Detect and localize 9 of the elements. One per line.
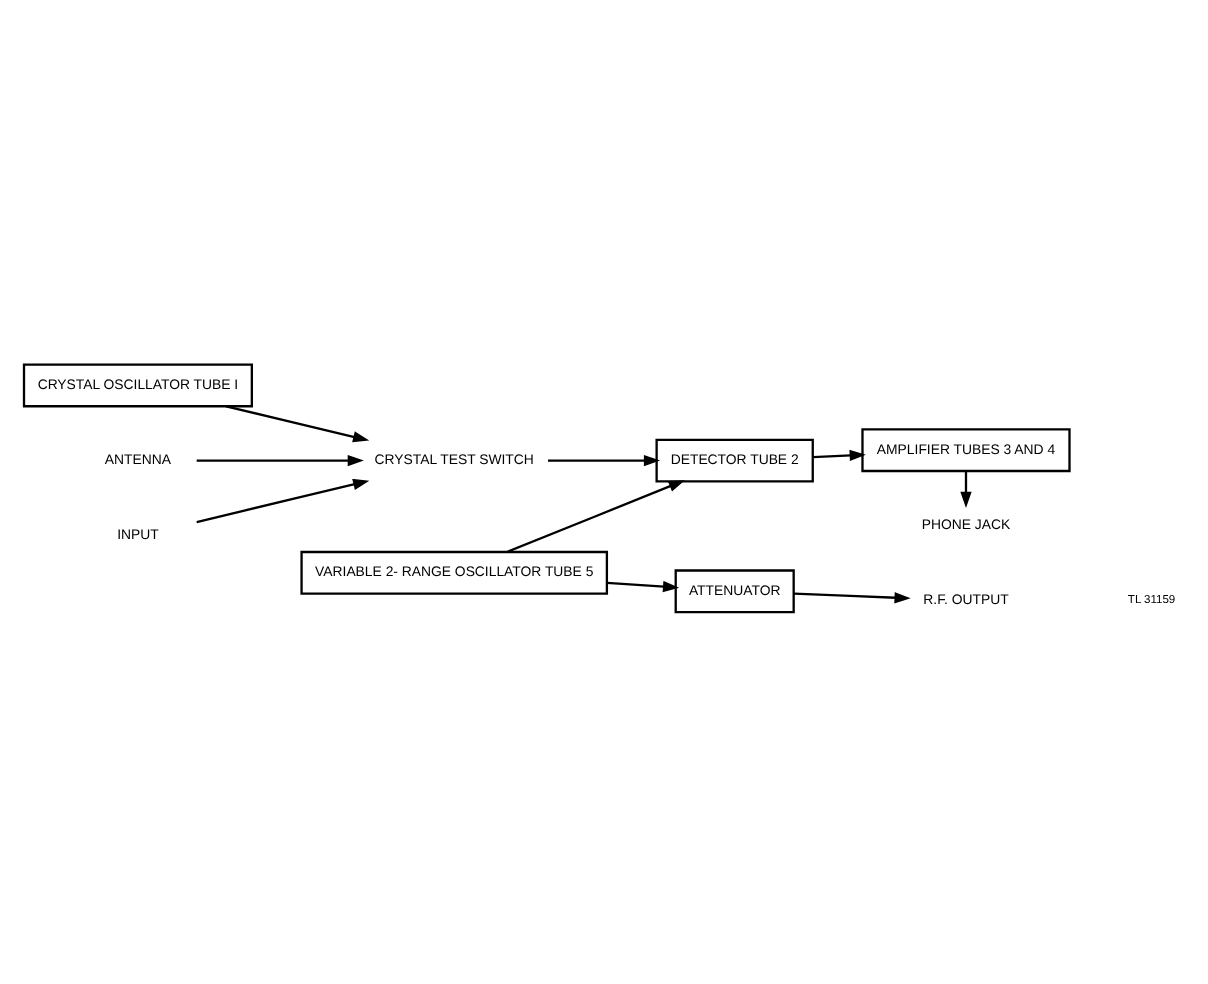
arrow [960,470,972,508]
arrow [196,453,364,466]
arrow [196,477,370,523]
arrow [548,453,661,466]
arrow [225,404,370,442]
arrow [793,591,911,603]
arrow [506,479,685,553]
arrow [607,579,680,592]
arrow [813,448,866,461]
